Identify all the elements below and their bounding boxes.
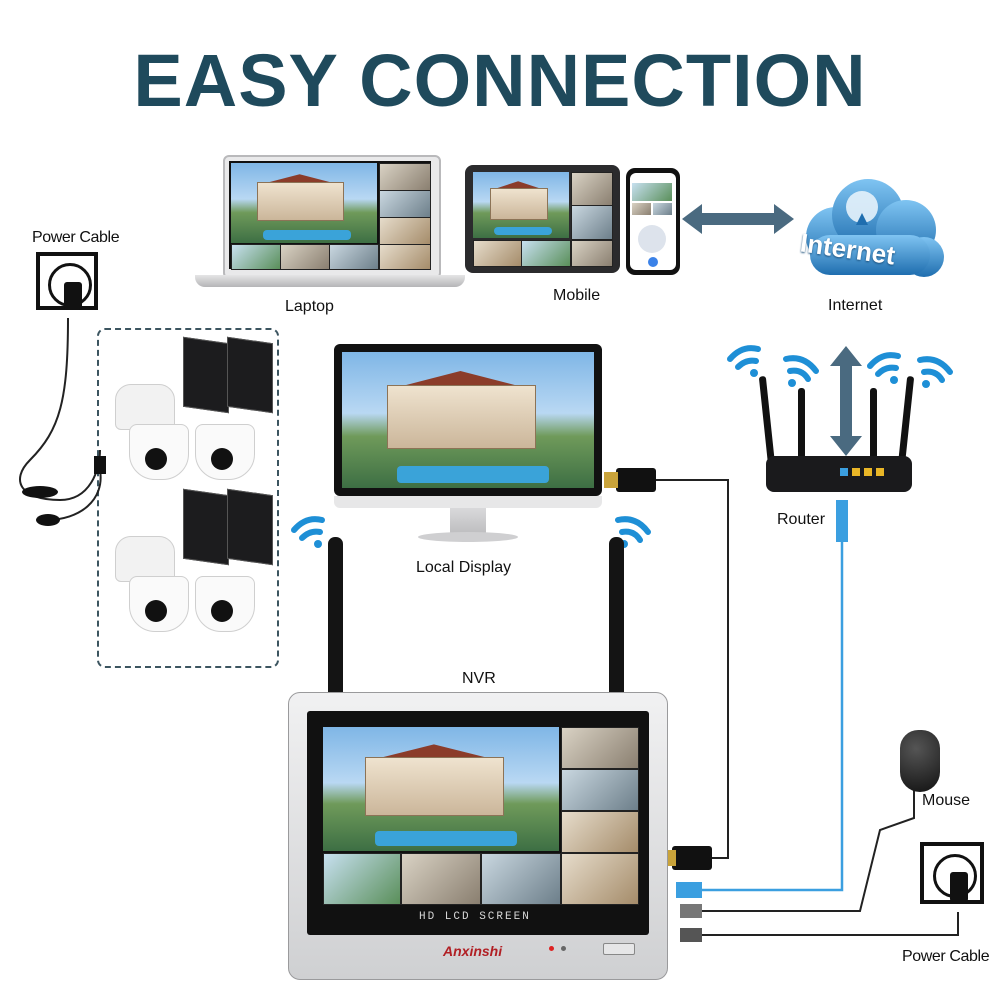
hdd-indicator [561, 946, 566, 951]
local-display-monitor [334, 344, 602, 548]
wifi-icon [917, 356, 953, 388]
screen-button[interactable] [603, 943, 635, 955]
wifi-icon [867, 352, 901, 384]
wifi-icon [727, 345, 761, 377]
mobile-internet-arrow-icon [682, 204, 794, 234]
nvr-screen-banner: HD LCD SCREEN [419, 911, 531, 923]
solar-camera [105, 336, 275, 480]
router [752, 375, 922, 506]
mouse [900, 730, 940, 792]
power-cable-left-label: Power Cable [32, 229, 120, 246]
nvr-antenna [609, 537, 624, 695]
power-socket-left [36, 252, 98, 310]
smartphone [626, 168, 680, 275]
page-title: EASY CONNECTION [133, 39, 867, 122]
mobile-label: Mobile [553, 287, 601, 304]
tablet [465, 165, 620, 273]
nvr-main-view [323, 727, 559, 851]
power-socket-right [920, 842, 984, 904]
camera-group [97, 328, 279, 668]
laptop-label: Laptop [285, 298, 334, 315]
nvr-label: NVR [462, 670, 496, 687]
nvr-unit: HD LCD SCREEN Anxinshi [288, 692, 668, 980]
power-indicator [549, 946, 554, 951]
nvr-brand-logo: Anxinshi [443, 943, 503, 959]
local-display-label: Local Display [416, 559, 512, 576]
router-label: Router [777, 511, 826, 528]
router-internet-arrow-icon [830, 346, 862, 456]
nvr-antenna [328, 537, 343, 695]
wifi-icon [783, 355, 819, 387]
internet-cloud-icon [806, 179, 944, 277]
power-cable-right-label: Power Cable [902, 948, 990, 965]
mouse-label: Mouse [922, 792, 971, 809]
internet-label: Internet [828, 297, 883, 314]
solar-camera [105, 488, 275, 642]
laptop [195, 155, 465, 290]
laptop-screen [231, 163, 377, 243]
wifi-icon [291, 516, 325, 548]
